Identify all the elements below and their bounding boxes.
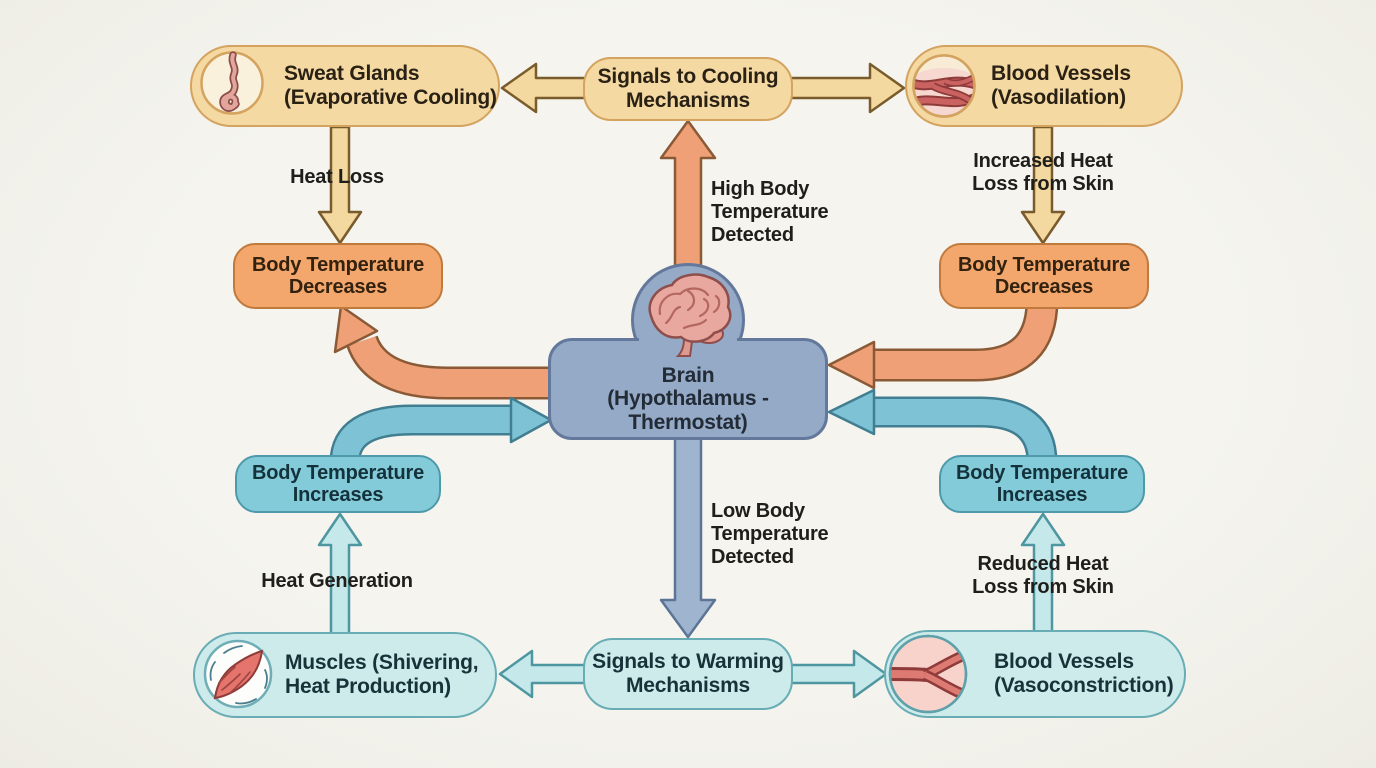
brain-label-line1: Brain bbox=[661, 363, 715, 387]
brain-icon bbox=[638, 268, 738, 360]
arrow-heat-loss-down bbox=[317, 125, 363, 245]
label-reduced-heat-loss: Reduced Heat Loss from Skin bbox=[943, 553, 1143, 599]
arrow-temp-decreases-right-to-brain bbox=[827, 299, 1059, 390]
sweat-glands-label-line1: Sweat Glands bbox=[284, 62, 420, 86]
sweat-glands-label-line2: (Evaporative Cooling) bbox=[284, 86, 497, 109]
temp-decreases-right-line2: Decreases bbox=[994, 276, 1094, 298]
label-high-body-temp-line2: Temperature bbox=[711, 201, 829, 224]
label-low-body-temp-line1: Low Body bbox=[711, 500, 805, 522]
arrow-temp-increases-left-to-brain bbox=[329, 396, 553, 464]
arrow-warming-to-muscles bbox=[498, 649, 587, 699]
temp-decreases-left-line2: Decreases bbox=[288, 276, 388, 298]
label-high-body-temp-line3: Detected bbox=[711, 224, 794, 247]
temp-increases-left-line1: Body Temperature bbox=[251, 461, 425, 484]
node-body-temp-decreases-left: Body Temperature Decreases bbox=[233, 243, 443, 309]
node-signals-to-cooling: Signals to Cooling Mechanisms bbox=[583, 57, 793, 121]
muscle-icon bbox=[202, 638, 274, 710]
vasoconstriction-label-line2: (Vasoconstriction) bbox=[994, 674, 1174, 697]
arrow-brain-to-temp-decreases-left bbox=[333, 304, 560, 400]
temp-increases-left-line2: Increases bbox=[292, 484, 384, 506]
arrow-heat-generation-up bbox=[317, 512, 363, 642]
arrow-temp-increases-right-to-brain bbox=[827, 388, 1058, 463]
label-reduced-heat-loss-line1: Reduced Heat bbox=[977, 553, 1109, 575]
node-body-temp-decreases-right: Body Temperature Decreases bbox=[939, 243, 1149, 309]
label-low-body-temp: Low Body Temperature Detected bbox=[711, 500, 881, 570]
label-increased-heat-loss: Increased Heat Loss from Skin bbox=[943, 150, 1143, 196]
sweat-gland-icon bbox=[199, 50, 265, 116]
muscles-label-line2: Heat Production) bbox=[285, 675, 451, 698]
arrow-warming-to-blood-vessels bbox=[789, 649, 888, 699]
arrow-cooling-to-blood-vessels bbox=[789, 62, 906, 114]
temp-decreases-left-line1: Body Temperature bbox=[251, 253, 425, 276]
label-high-body-temp: High Body Temperature Detected bbox=[711, 178, 881, 248]
brain-label-line3: Thermostat) bbox=[628, 410, 748, 434]
label-low-body-temp-line2: Temperature bbox=[711, 523, 829, 546]
muscles-label-line1: Muscles (Shivering, bbox=[285, 651, 479, 675]
vasoconstriction-label-line1: Blood Vessels bbox=[994, 650, 1134, 674]
node-body-temp-increases-right: Body Temperature Increases bbox=[939, 455, 1145, 513]
brain-label-line2: (Hypothalamus - bbox=[607, 387, 769, 411]
node-body-temp-increases-left: Body Temperature Increases bbox=[235, 455, 441, 513]
node-signals-to-warming: Signals to Warming Mechanisms bbox=[583, 638, 793, 710]
arrow-reduced-heat-loss-up bbox=[1020, 512, 1066, 642]
signals-warming-label-line1: Signals to Warming bbox=[592, 650, 784, 674]
signals-warming-label-line2: Mechanisms bbox=[625, 674, 751, 697]
arrow-cooling-to-sweat-glands bbox=[500, 62, 587, 114]
label-heat-loss: Heat Loss bbox=[290, 166, 384, 188]
signals-cooling-label-line2: Mechanisms bbox=[625, 89, 751, 112]
label-increased-heat-loss-line2: Loss from Skin bbox=[972, 173, 1114, 196]
label-high-body-temp-line1: High Body bbox=[711, 178, 810, 200]
label-low-body-temp-line3: Detected bbox=[711, 546, 794, 569]
signals-cooling-label-line1: Signals to Cooling bbox=[597, 65, 779, 89]
vasodilation-label-line2: (Vasodilation) bbox=[991, 86, 1126, 109]
blood-vessels-constricted-icon bbox=[887, 633, 969, 715]
vasodilation-label-line1: Blood Vessels bbox=[991, 62, 1131, 86]
temp-increases-right-line2: Increases bbox=[996, 484, 1088, 506]
label-reduced-heat-loss-line2: Loss from Skin bbox=[972, 576, 1114, 599]
temp-increases-right-line1: Body Temperature bbox=[955, 461, 1129, 484]
label-increased-heat-loss-line1: Increased Heat bbox=[973, 150, 1113, 172]
arrow-increased-heat-loss-down bbox=[1020, 125, 1066, 245]
blood-vessels-dilated-icon bbox=[911, 53, 977, 119]
temp-decreases-right-line1: Body Temperature bbox=[957, 253, 1131, 276]
label-heat-generation: Heat Generation bbox=[261, 570, 413, 592]
arrow-brain-to-warming-signals bbox=[659, 434, 717, 639]
